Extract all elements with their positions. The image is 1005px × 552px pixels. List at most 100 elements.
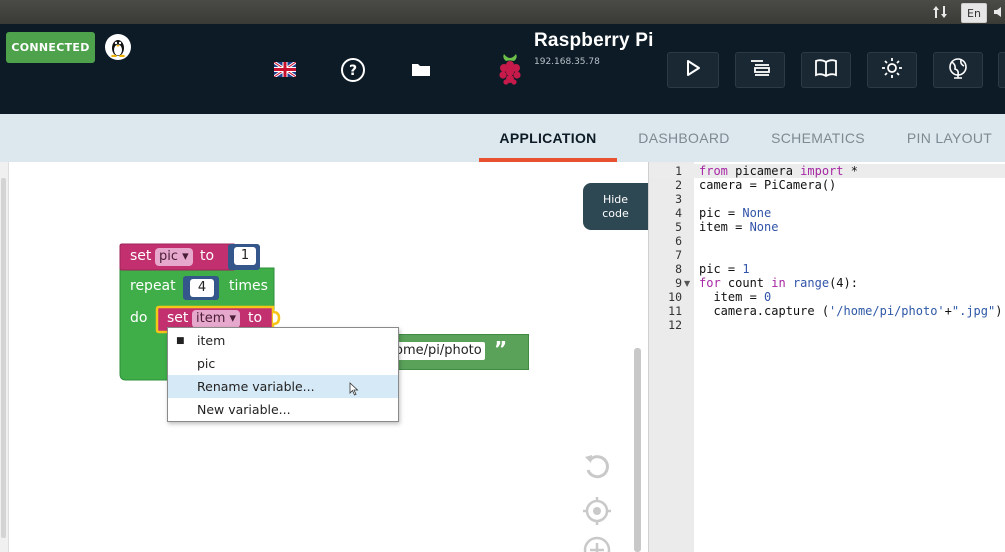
line-number: 10 — [668, 290, 682, 304]
text-value-field[interactable]: ome/pi/photo — [392, 342, 485, 360]
code-token: for — [699, 276, 721, 290]
code-token: count — [720, 276, 772, 290]
globe-icon — [947, 57, 969, 83]
set-pic-set-label: set — [130, 248, 152, 264]
code-token: = — [735, 220, 750, 234]
current-line-highlight — [649, 164, 1005, 178]
menu-item-item[interactable]: ■ item — [168, 329, 398, 352]
network-transfer-icon[interactable] — [930, 3, 950, 21]
documentation-button[interactable] — [801, 52, 851, 88]
hide-code-button[interactable]: Hide code — [583, 183, 648, 230]
code-line[interactable]: pic = 1 — [699, 262, 750, 276]
play-icon — [683, 58, 703, 82]
line-number: 8 — [675, 262, 682, 276]
menu-item-label: New variable... — [197, 402, 291, 417]
menu-item-label: pic — [197, 356, 216, 371]
code-line[interactable]: from picamera import * — [699, 164, 858, 178]
code-token: item — [699, 290, 750, 304]
menu-item-label: Rename variable... — [197, 379, 315, 394]
set-pic-variable-dropdown[interactable]: pic ▾ — [155, 248, 193, 266]
code-token: = — [727, 206, 743, 220]
folder-icon[interactable] — [408, 58, 434, 80]
menu-item-label: item — [197, 333, 226, 348]
code-token: 0 — [764, 290, 772, 304]
tab-application[interactable]: APPLICATION — [499, 130, 597, 146]
code-line[interactable]: pic = None — [699, 206, 771, 220]
code-token: = — [727, 262, 743, 276]
set-pic-number-field[interactable]: 1 — [234, 247, 256, 265]
workspace-left-scrollbar-thumb[interactable] — [1, 178, 6, 538]
tab-pin-layout[interactable]: PIN LAYOUT — [906, 130, 993, 146]
repeat-label: repeat — [130, 278, 176, 294]
code-line[interactable]: camera.capture ('/home/pi/photo'+".jpg") — [699, 304, 1002, 318]
help-icon[interactable]: ? — [339, 56, 367, 84]
mouse-cursor-icon — [349, 381, 359, 400]
set-item-to-label: to — [248, 310, 263, 326]
keyboard-layout-indicator[interactable]: En — [961, 3, 987, 23]
linux-tux-icon — [105, 34, 131, 60]
code-token: = — [749, 290, 765, 304]
menu-item-rename-variable[interactable]: Rename variable... — [168, 375, 398, 398]
connection-status-button[interactable]: CONNECTED — [6, 32, 95, 63]
os-top-bar: En — [0, 0, 1005, 24]
line-number: 1 — [675, 164, 682, 178]
checkmark-icon: ■ — [176, 335, 185, 346]
line-number: 12 — [668, 318, 682, 332]
line-number: 6 — [675, 234, 682, 248]
line-number: 4 — [675, 206, 682, 220]
code-token: ".jpg" — [951, 304, 996, 318]
tab-schematics[interactable]: SCHEMATICS — [771, 130, 865, 146]
dropdown-arrow-icon: ▾ — [182, 249, 189, 264]
center-target-icon[interactable] — [580, 494, 614, 528]
code-editor-panel[interactable] — [648, 162, 1005, 552]
line-number: 7 — [675, 248, 682, 262]
undo-reset-icon[interactable] — [580, 449, 614, 483]
remote-access-button[interactable] — [933, 52, 983, 88]
workspace-vertical-scrollbar[interactable] — [634, 348, 641, 552]
set-item-variable-dropdown[interactable]: item ▾ — [192, 310, 241, 328]
code-token: camera = PiCamera() — [699, 178, 837, 192]
code-token: None — [742, 206, 772, 220]
volume-icon[interactable] — [992, 3, 1005, 21]
active-tab-indicator — [479, 158, 617, 162]
code-line[interactable]: item = None — [699, 220, 778, 234]
code-line[interactable]: item = 0 — [699, 290, 771, 304]
zoom-in-icon[interactable] — [580, 535, 614, 552]
line-number: 5 — [675, 220, 682, 234]
code-token: + — [944, 304, 952, 318]
menu-item-pic[interactable]: pic — [168, 352, 398, 375]
variable-name: pic — [159, 249, 179, 264]
code-token: * — [843, 164, 858, 178]
code-token: (4): — [829, 276, 858, 290]
code-token: '/home/pi/photo' — [829, 304, 945, 318]
line-number: 11 — [668, 304, 682, 318]
menu-item-new-variable[interactable]: New variable... — [168, 398, 398, 421]
tab-dashboard[interactable]: DASHBOARD — [638, 130, 730, 146]
set-item-set-label: set — [167, 310, 189, 326]
dropdown-arrow-icon: ▾ — [229, 311, 237, 326]
uk-flag-language-icon[interactable] — [272, 58, 298, 80]
more-toolbar-button[interactable] — [998, 52, 1005, 88]
code-line[interactable]: for count in range(4): — [699, 276, 858, 290]
code-line[interactable]: camera = PiCamera() — [699, 178, 836, 192]
svg-text:?: ? — [349, 63, 357, 79]
settings-button[interactable] — [867, 52, 917, 88]
variable-context-menu: ■ item pic Rename variable... New variabl… — [167, 327, 399, 422]
code-token: 1 — [742, 262, 750, 276]
code-token: range — [785, 276, 830, 290]
line-number: 2 — [675, 178, 682, 192]
code-token: import — [800, 164, 844, 178]
code-token: None — [749, 220, 779, 234]
text-quote-mark: ” — [494, 337, 508, 361]
book-icon — [814, 58, 838, 82]
output-log-button[interactable] — [735, 52, 785, 88]
line-number: 3 — [675, 192, 682, 206]
line-number: 9 — [675, 276, 682, 290]
run-button[interactable] — [667, 52, 719, 88]
repeat-times-label: times — [229, 278, 268, 294]
repeat-do-label: do — [130, 310, 148, 326]
code-token: picamera — [727, 164, 801, 178]
repeat-count-field[interactable]: 4 — [190, 279, 214, 297]
code-token: camera.capture ( — [699, 304, 830, 318]
fold-arrow-icon[interactable]: ▼ — [684, 279, 691, 288]
